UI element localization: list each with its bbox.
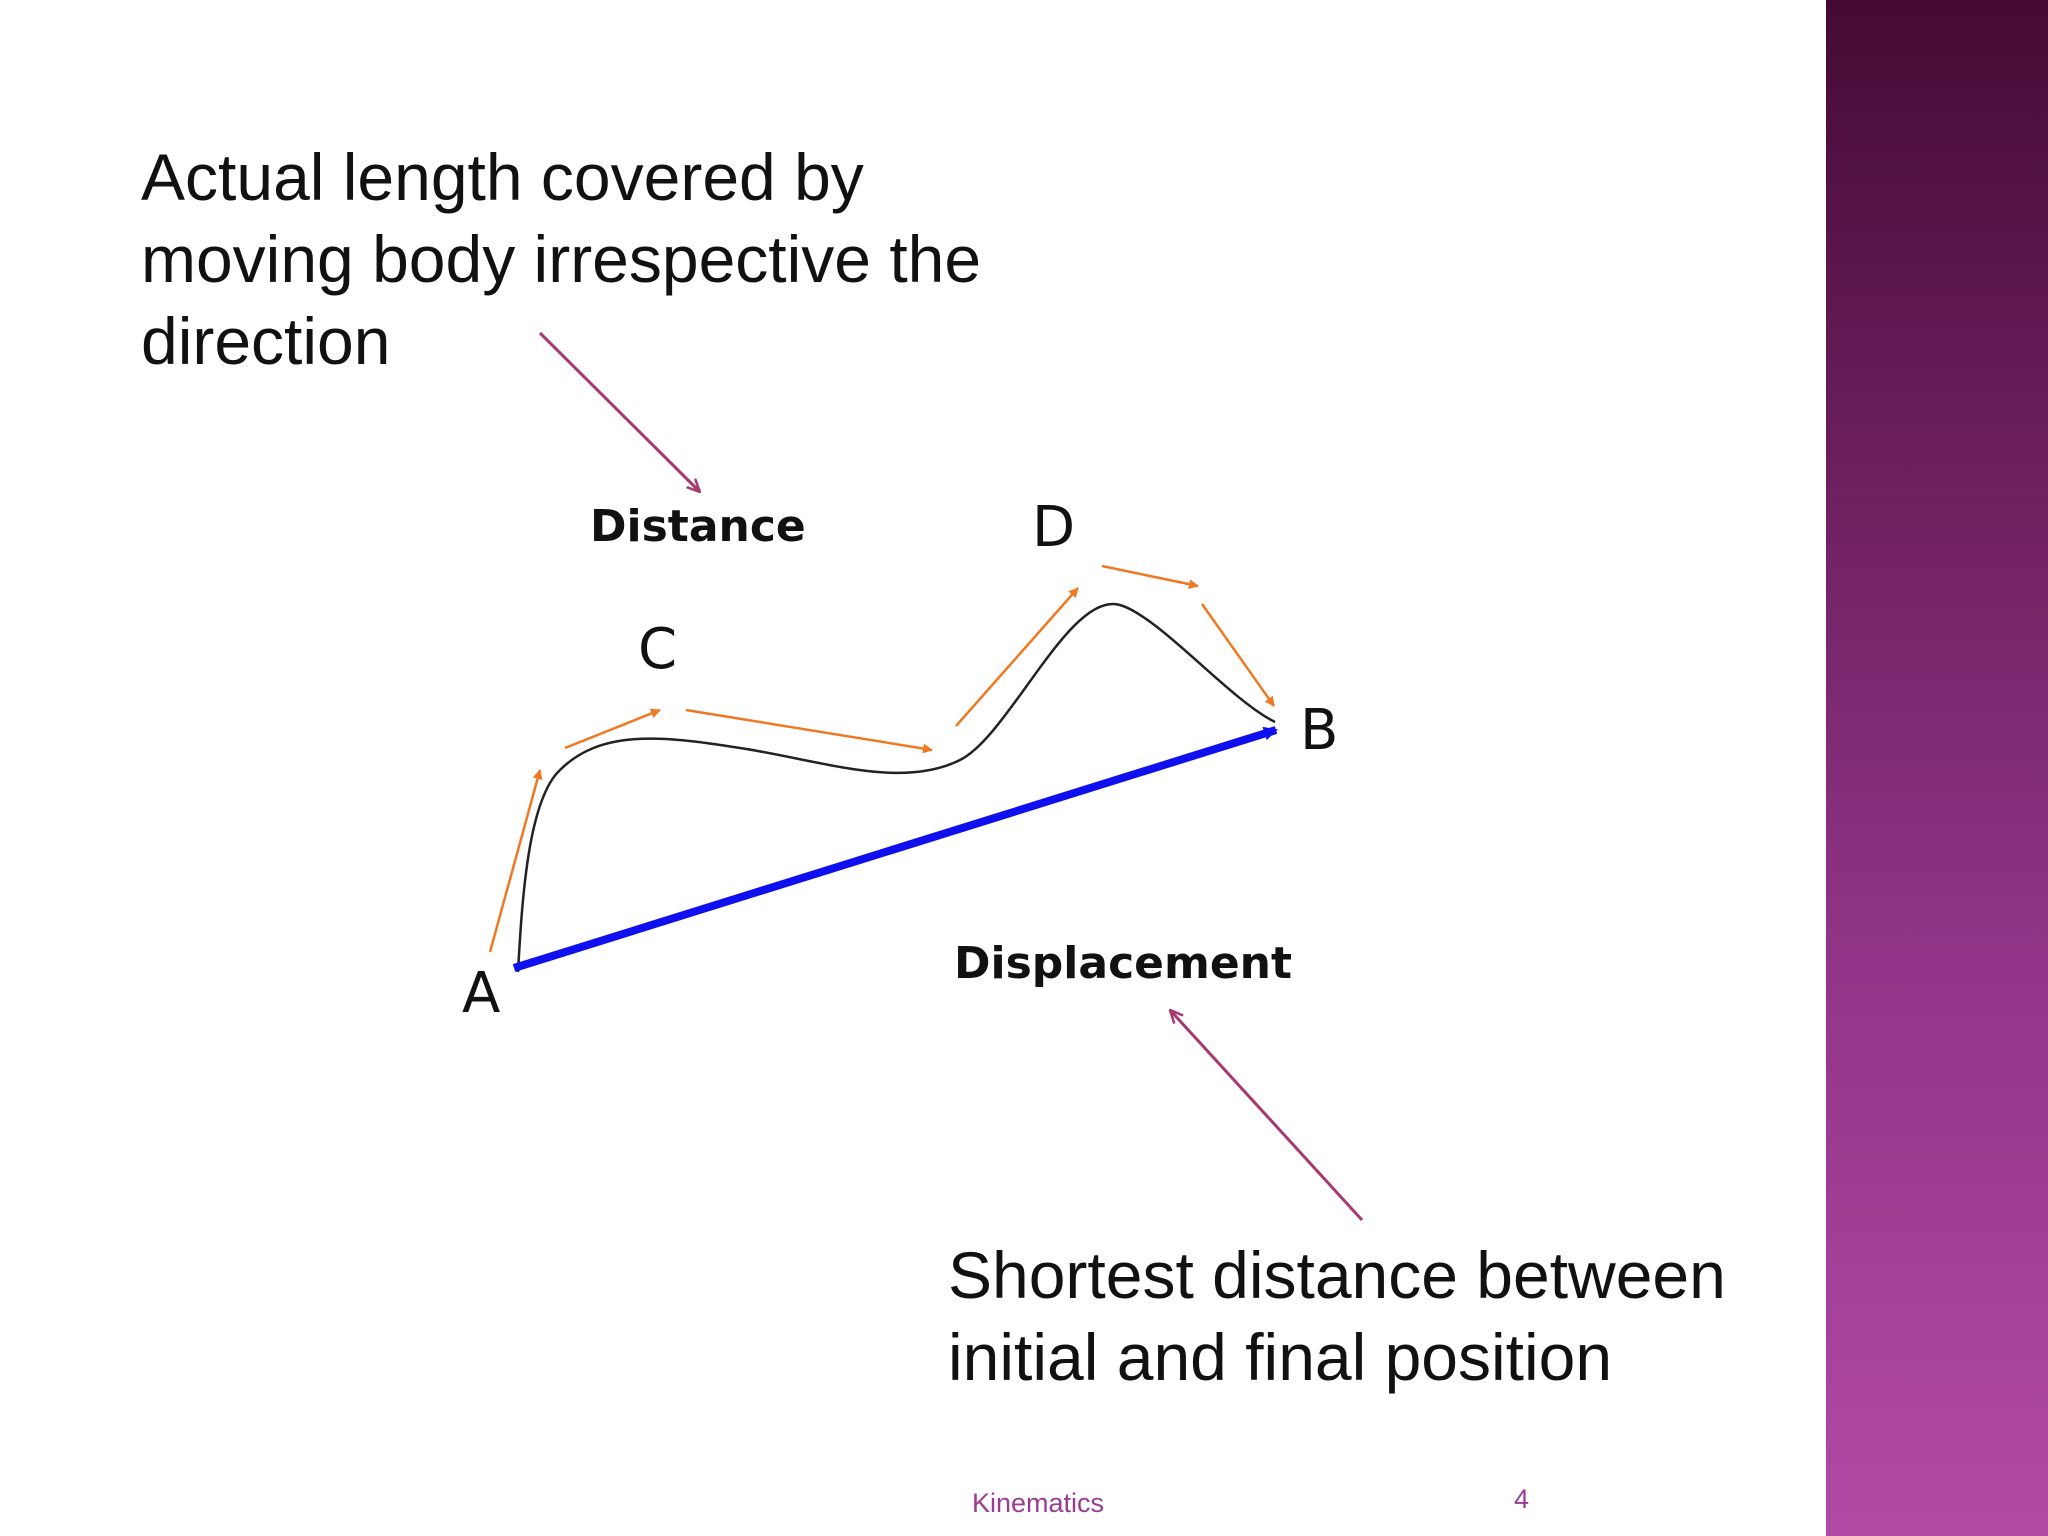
path-arrow-4 xyxy=(955,587,1079,727)
page-number: 4 xyxy=(1514,1484,1530,1514)
point-c-label: C xyxy=(638,617,677,682)
actual-path-curve xyxy=(516,602,1276,973)
path-arrow-2 xyxy=(564,708,661,750)
decorative-sidebar xyxy=(1826,0,2048,1536)
displacement-definition: Shortest distance between initial and fi… xyxy=(948,1234,1788,1398)
point-a-label: A xyxy=(462,961,500,1026)
distance-pointer-arrow xyxy=(538,331,700,492)
path-arrow-1 xyxy=(488,769,543,953)
path-arrow-6 xyxy=(1200,603,1276,707)
footer-title: Kinematics xyxy=(972,1488,1105,1518)
distance-definition-line-2: moving body irrespective the xyxy=(141,222,982,296)
displacement-pointer-arrow xyxy=(1170,1010,1364,1222)
point-b-label: B xyxy=(1300,698,1338,763)
displacement-definition-line-2: initial and final position xyxy=(948,1320,1613,1394)
distance-definition-line-3: direction xyxy=(141,304,391,378)
path-arrow-3 xyxy=(685,708,933,754)
distance-definition-line-1: Actual length covered by xyxy=(141,140,864,214)
distance-definition: Actual length covered by moving body irr… xyxy=(141,136,1081,382)
distance-label: Distance xyxy=(590,501,806,552)
displacement-arrow xyxy=(512,726,1278,972)
displacement-label: Displacement xyxy=(954,938,1292,989)
displacement-definition-line-1: Shortest distance between xyxy=(948,1238,1726,1312)
point-d-label: D xyxy=(1032,495,1075,560)
path-arrow-5 xyxy=(1101,564,1199,590)
